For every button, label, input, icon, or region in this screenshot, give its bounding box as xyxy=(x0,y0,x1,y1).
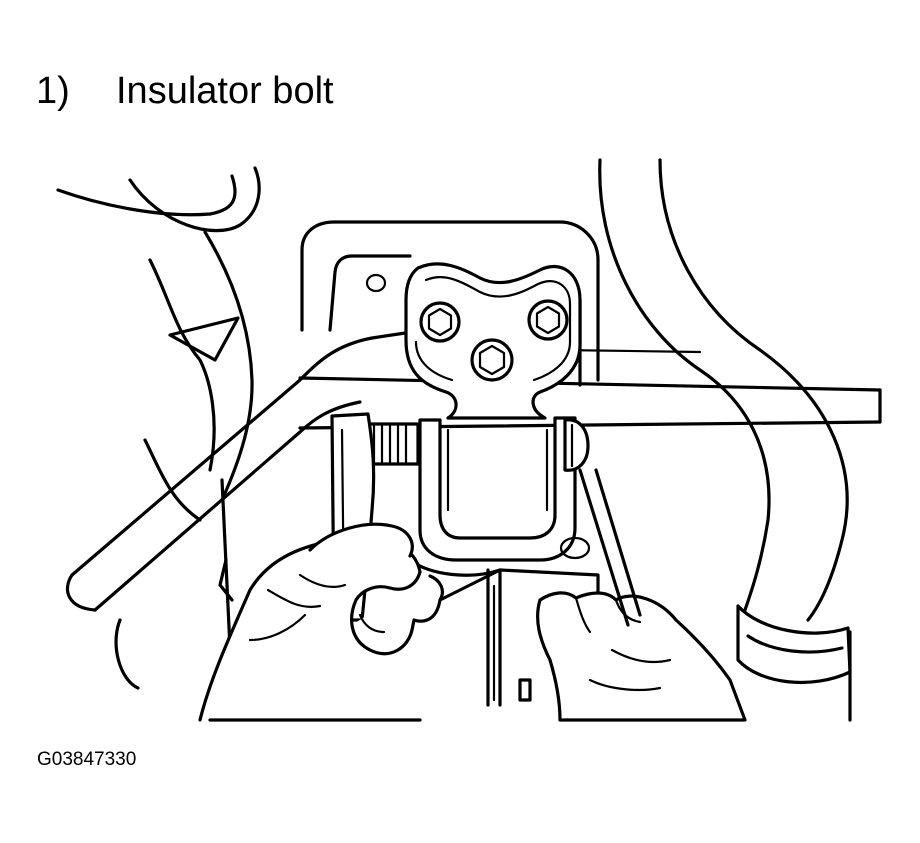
stabilizer-bar xyxy=(65,330,414,690)
bracket-bolts xyxy=(419,299,569,382)
right-exhaust-pipe xyxy=(598,158,852,722)
step-title: 1) Insulator bolt xyxy=(36,66,334,116)
figure-code: G03847330 xyxy=(37,749,137,770)
step-label: Insulator bolt xyxy=(116,70,334,112)
insulator-bolt-icon xyxy=(364,418,590,472)
right-hand-icon xyxy=(536,468,747,722)
bolt-center-icon xyxy=(470,338,514,382)
bolt-upper-left-icon xyxy=(419,301,461,343)
insulator-bracket xyxy=(418,416,577,562)
bolt-upper-right-icon xyxy=(527,299,569,341)
step-number: 1) xyxy=(36,70,70,112)
left-body-panel xyxy=(56,166,261,692)
crossmember xyxy=(298,348,882,430)
left-hand-icon xyxy=(198,522,444,722)
